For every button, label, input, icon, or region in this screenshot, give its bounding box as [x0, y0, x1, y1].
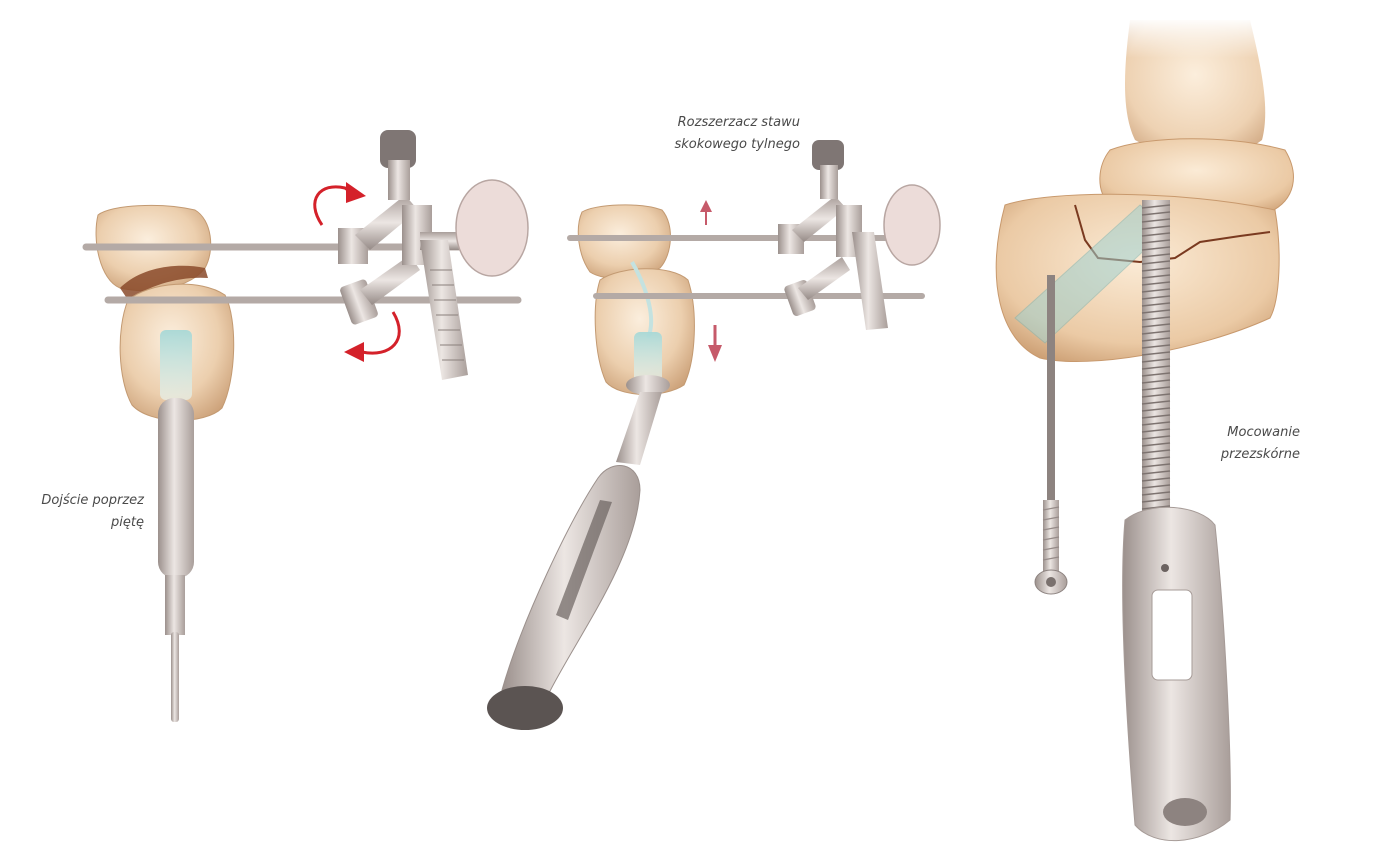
- panel-distractor: [487, 140, 941, 730]
- nail-implant-mid: [634, 332, 662, 382]
- caption-distractor-line1: Rozszerzacz stawu: [677, 115, 800, 130]
- caption-distractor-line2: skokowego tylnego: [674, 137, 800, 152]
- caption-heel-approach-line2: piętę: [111, 515, 144, 530]
- caption-heel-approach: Dojście poprzez piętę: [18, 490, 144, 534]
- distractor-frame-left: [338, 130, 529, 380]
- handle-window-right: [1151, 589, 1193, 681]
- distraction-arrow-down-head: [708, 345, 722, 362]
- caption-heel-approach-line1: Dojście poprzez: [41, 493, 144, 508]
- distraction-arrow-up-head: [700, 200, 712, 212]
- panel-percutaneous: [995, 18, 1294, 842]
- handle-slot-mid: [556, 500, 612, 620]
- caption-percutaneous: Mocowanie przezskórne: [1170, 422, 1300, 466]
- panel-heel-approach: [82, 130, 529, 722]
- handle-hole-right: [1161, 564, 1169, 572]
- rotation-arrow-top-head: [346, 182, 366, 203]
- rotation-arrow-top: [313, 185, 353, 226]
- handle-cap-mid: [487, 686, 563, 730]
- caption-percutaneous-line2: przezskórne: [1220, 447, 1300, 462]
- talus-bone-mid: [577, 204, 671, 279]
- insertion-tip-left: [165, 575, 185, 635]
- rotation-arrow-bottom-head: [344, 342, 364, 362]
- insertion-shaft-left: [158, 398, 194, 578]
- caption-distractor: Rozszerzacz stawu skokowego tylnego: [640, 112, 800, 156]
- calcaneus-bone-mid: [594, 268, 695, 395]
- insertion-collar-mid: [626, 375, 670, 395]
- nail-implant-left: [160, 330, 192, 400]
- handle-neck-mid: [616, 392, 662, 465]
- handle-end-hole-right: [1163, 798, 1207, 826]
- screw-shaft-right: [1047, 275, 1055, 500]
- insertion-pin-left: [171, 632, 179, 722]
- distractor-frame-mid: [778, 140, 941, 330]
- rotation-arrow-bottom: [361, 311, 401, 355]
- caption-percutaneous-line1: Mocowanie: [1227, 425, 1300, 440]
